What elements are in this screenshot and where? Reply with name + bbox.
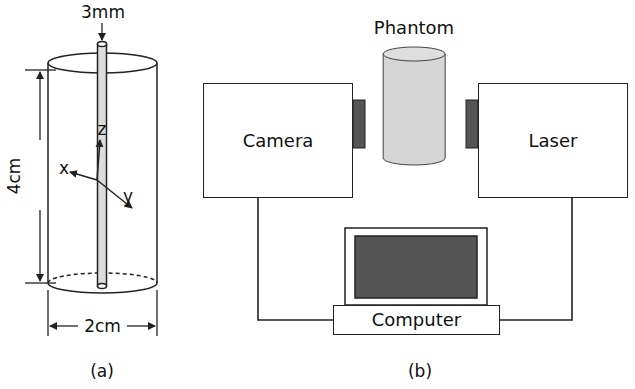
laser-aperture bbox=[466, 100, 478, 148]
height-dimension bbox=[25, 70, 56, 283]
axis-label: z bbox=[98, 120, 107, 139]
node-text: Camera bbox=[243, 131, 314, 151]
cable-connector bbox=[258, 198, 333, 320]
node-text: Phantom bbox=[374, 18, 454, 38]
cylinder-outline bbox=[368, 18, 460, 166]
camera-lens bbox=[353, 100, 365, 148]
coordinate-axes bbox=[70, 140, 132, 208]
cable-connector bbox=[500, 198, 572, 320]
dimension-arrow bbox=[101, 23, 102, 40]
camera-box: Camera bbox=[203, 83, 353, 198]
dimension-label: 2cm bbox=[84, 317, 121, 336]
node-text: Laser bbox=[529, 131, 578, 151]
dimension-label: 4cm bbox=[5, 158, 24, 195]
dimension-label: 3mm bbox=[81, 3, 125, 22]
axis-label: y bbox=[123, 187, 133, 206]
axis-label: x bbox=[59, 159, 69, 178]
computer-base: Computer bbox=[333, 305, 500, 335]
width-dimension bbox=[48, 290, 157, 336]
phantom-cylinder: Phantom bbox=[368, 18, 460, 166]
laser-box: Laser bbox=[478, 83, 628, 198]
laptop-screen bbox=[345, 228, 487, 305]
panel-label: (b) bbox=[408, 362, 432, 381]
node-text: Computer bbox=[372, 310, 461, 330]
phantom-cylinder-sketch bbox=[48, 42, 157, 293]
panel-label: (a) bbox=[90, 362, 114, 381]
